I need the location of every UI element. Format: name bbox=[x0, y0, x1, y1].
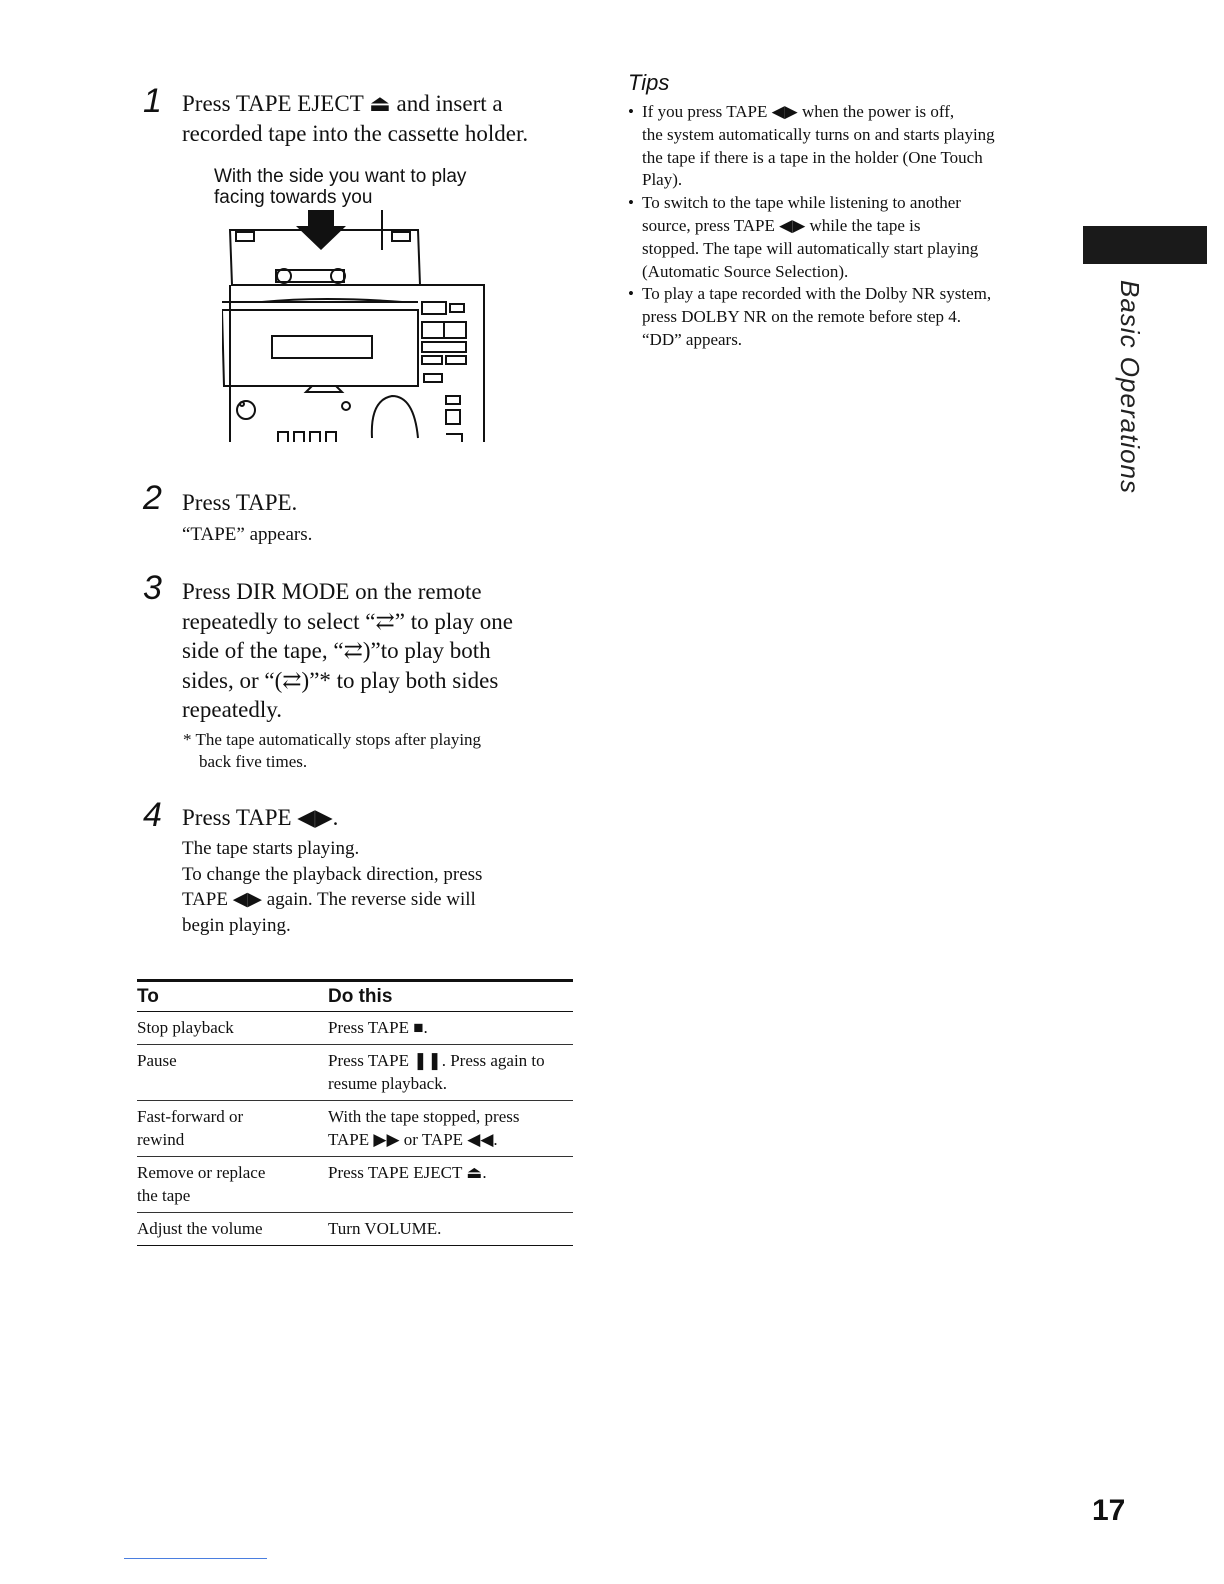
step-2-heading: Press TAPE. bbox=[182, 490, 298, 515]
section-tab-marker bbox=[1083, 226, 1207, 264]
step-4-number: 4 bbox=[143, 796, 162, 834]
step-4-heading: Press TAPE ◀▶. bbox=[182, 805, 339, 830]
cell-line: Press TAPE EJECT ⏏. bbox=[328, 1163, 487, 1182]
cell-line: Turn VOLUME. bbox=[328, 1219, 442, 1238]
step-4-body: The tape starts playing. To change the p… bbox=[182, 836, 482, 938]
step-4-body-line: The tape starts playing. bbox=[182, 838, 360, 859]
table-row: Pause Press TAPE ❚❚. Press again to resu… bbox=[137, 1045, 573, 1101]
table-cell-action: Fast-forward or rewind bbox=[137, 1101, 328, 1157]
cell-line: Remove or replace bbox=[137, 1163, 266, 1182]
cell-line: the tape bbox=[137, 1186, 191, 1205]
tip-line: To switch to the tape while listening to… bbox=[642, 193, 961, 213]
tip-line: If you press TAPE ◀▶ when the power is o… bbox=[642, 102, 955, 121]
step-2-body: “TAPE” appears. bbox=[182, 524, 313, 545]
cell-line: Press TAPE ❚❚. Press again to bbox=[328, 1051, 545, 1070]
step-3-line: sides, or “(⇄)”* to play both sides bbox=[182, 667, 499, 693]
tip-line: the tape if there is a tape in the holde… bbox=[642, 147, 983, 167]
bottom-rule bbox=[124, 1558, 267, 1559]
step-3-line: repeatedly. bbox=[182, 697, 283, 722]
step-3-number: 3 bbox=[143, 569, 162, 607]
table-cell-action: Pause bbox=[137, 1045, 328, 1101]
tip-line: “DD” appears. bbox=[642, 329, 743, 349]
cell-line: resume playback. bbox=[328, 1074, 447, 1093]
step-2-number: 2 bbox=[143, 479, 162, 517]
table-header-to: To bbox=[137, 986, 159, 1007]
figure-caption: With the side you want to play facing to… bbox=[214, 166, 466, 208]
table-row: Stop playback Press TAPE ■. bbox=[137, 1012, 573, 1045]
step-3-line: Press DIR MODE on the remote bbox=[182, 579, 482, 604]
section-label: Basic Operations bbox=[1115, 280, 1145, 494]
step-4-body-line: To change the playback direction, press bbox=[182, 863, 483, 885]
cell-line: Fast-forward or bbox=[137, 1107, 244, 1126]
step-1-line: recorded tape into the cassette holder. bbox=[182, 120, 529, 146]
figure-caption-line: facing towards you bbox=[214, 187, 373, 208]
tip-item: To play a tape recorded with the Dolby N… bbox=[628, 283, 1068, 351]
tip-line: (Automatic Source Selection). bbox=[642, 261, 849, 281]
table-cell-action: Adjust the volume bbox=[137, 1213, 328, 1246]
tip-line: stopped. The tape will automatically sta… bbox=[642, 238, 979, 258]
tip-item: If you press TAPE ◀▶ when the power is o… bbox=[628, 101, 1068, 192]
table-header-do-this: Do this bbox=[328, 986, 393, 1007]
cell-line: Press TAPE ■. bbox=[328, 1018, 428, 1037]
table-header-row: To Do this bbox=[137, 980, 573, 1012]
table-cell-action: Stop playback bbox=[137, 1012, 328, 1045]
step-3-line: side of the tape, “⇄)”to play both bbox=[182, 638, 491, 663]
cell-line: Pause bbox=[137, 1051, 177, 1070]
table-cell-instruction: Turn VOLUME. bbox=[328, 1213, 573, 1246]
step-4-body-line: TAPE ◀▶ again. The reverse side will bbox=[182, 889, 476, 910]
step-3-note-line: back five times. bbox=[199, 752, 308, 771]
figure-caption-line: With the side you want to play bbox=[214, 166, 467, 187]
table-cell-instruction: With the tape stopped, press TAPE ▶▶ or … bbox=[328, 1101, 573, 1157]
step-1-text: Press TAPE EJECT ⏏ and insert a recorded… bbox=[182, 89, 528, 148]
tips-title: Tips bbox=[628, 70, 670, 95]
tip-line: Play). bbox=[642, 170, 683, 190]
table-row: Fast-forward or rewind With the tape sto… bbox=[137, 1101, 573, 1157]
tip-line: source, press TAPE ◀▶ while the tape is bbox=[642, 215, 921, 235]
tip-line: press DOLBY NR on the remote before step… bbox=[642, 307, 961, 327]
cell-line: TAPE ▶▶ or TAPE ◀◀. bbox=[328, 1130, 498, 1149]
table-cell-instruction: Press TAPE EJECT ⏏. bbox=[328, 1157, 573, 1213]
step-3-text: Press DIR MODE on the remote repeatedly … bbox=[182, 577, 513, 725]
step-1-number: 1 bbox=[143, 82, 162, 120]
cell-line: rewind bbox=[137, 1130, 185, 1149]
cell-line: With the tape stopped, press bbox=[328, 1107, 520, 1126]
step-3-line: repeatedly to select “⇄” to play one bbox=[182, 608, 513, 634]
tip-item: To switch to the tape while listening to… bbox=[628, 192, 1068, 283]
cassette-deck-illustration bbox=[222, 210, 485, 442]
table-row: Adjust the volume Turn VOLUME. bbox=[137, 1213, 573, 1246]
tip-line: the system automatically turns on and st… bbox=[642, 124, 995, 144]
table-cell-action: Remove or replace the tape bbox=[137, 1157, 328, 1213]
cell-line: Stop playback bbox=[137, 1018, 234, 1037]
step-4-body-line: begin playing. bbox=[182, 914, 291, 936]
step-3-note-line: * The tape automatically stops after pla… bbox=[183, 730, 482, 749]
step-1-line: Press TAPE EJECT ⏏ and insert a bbox=[182, 91, 503, 116]
table-cell-instruction: Press TAPE ■. bbox=[328, 1012, 573, 1045]
table-cell-instruction: Press TAPE ❚❚. Press again to resume pla… bbox=[328, 1045, 573, 1101]
operations-table: To Do this Stop playback Press TAPE ■. P… bbox=[137, 979, 573, 1246]
tip-line: To play a tape recorded with the Dolby N… bbox=[642, 284, 992, 304]
tips-list: If you press TAPE ◀▶ when the power is o… bbox=[628, 101, 1068, 352]
page-number: 17 bbox=[1092, 1494, 1126, 1527]
cell-line: Adjust the volume bbox=[137, 1219, 263, 1238]
step-3-note: * The tape automatically stops after pla… bbox=[183, 729, 481, 773]
table-row: Remove or replace the tape Press TAPE EJ… bbox=[137, 1157, 573, 1213]
